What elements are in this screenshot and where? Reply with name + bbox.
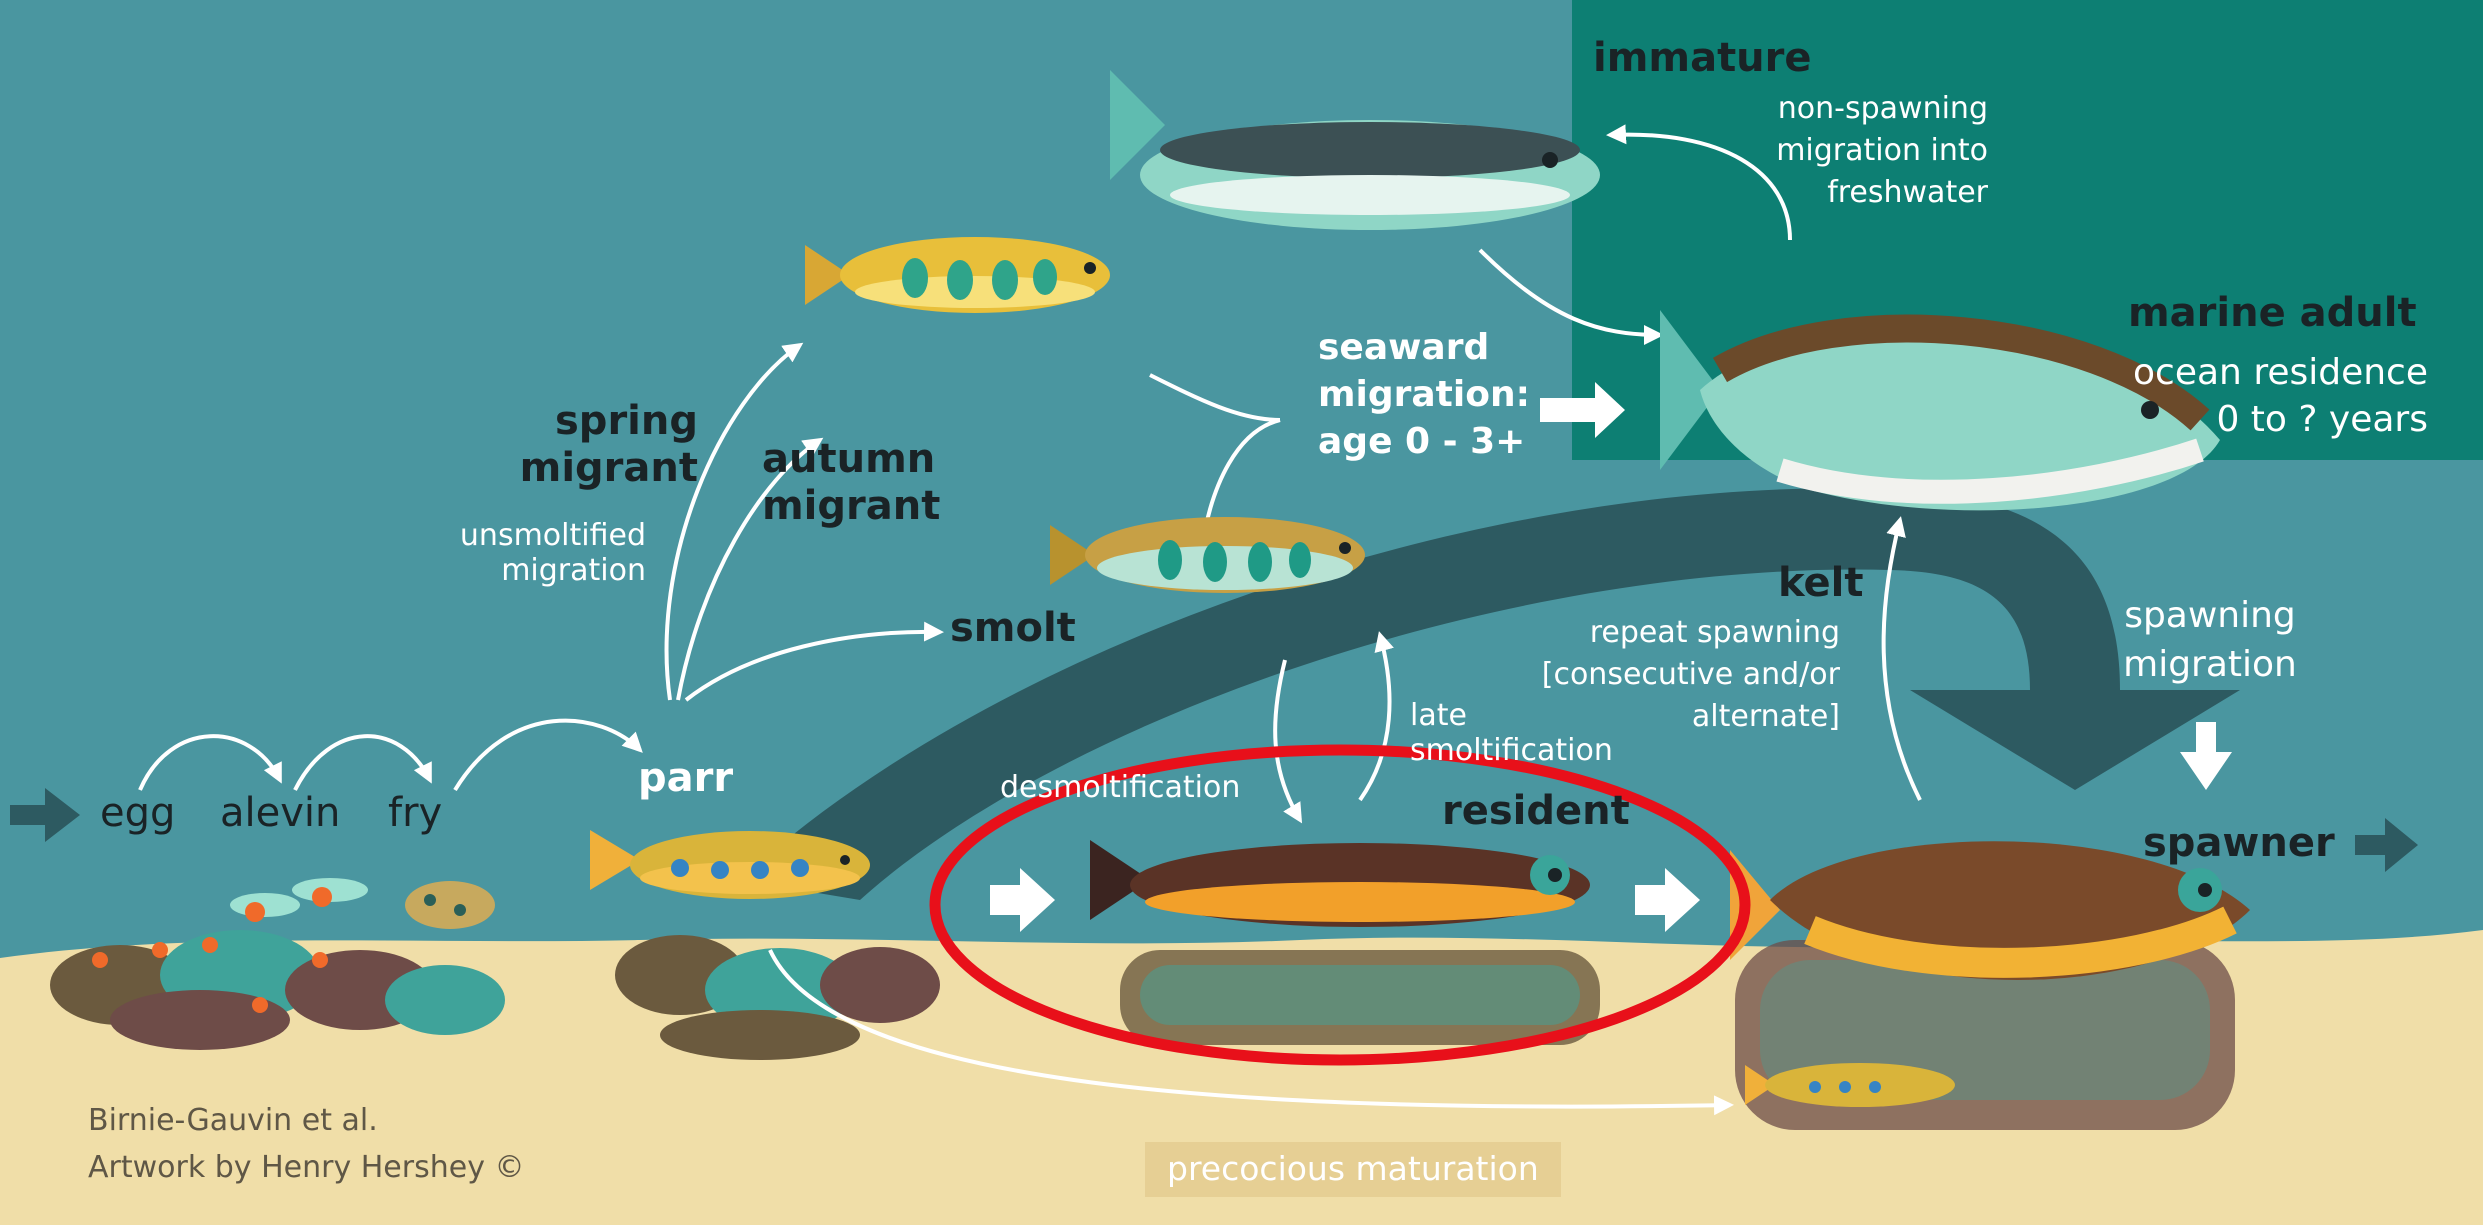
nonspawning-migration-label: non-spawning migration into freshwater: [1588, 88, 1988, 214]
stage-kelt: kelt: [1778, 560, 1864, 607]
gravel-resident: [1120, 950, 1600, 1045]
fry-illustration: [405, 881, 495, 929]
stage-parr: parr: [638, 755, 733, 802]
seaward-line1: seaward: [1318, 325, 1530, 372]
credits: Birnie-Gauvin et al. Artwork by Henry He…: [88, 1098, 524, 1191]
late-line1: late: [1410, 698, 1613, 733]
stage-marine-adult: marine adult: [2128, 290, 2417, 337]
stage-immature: immature: [1593, 35, 1812, 82]
nonspawning-line3: freshwater: [1588, 172, 1988, 214]
credit-authors: Birnie-Gauvin et al.: [88, 1098, 524, 1145]
stage-fry: fry: [388, 790, 442, 837]
autumn-migrant-label: autumn migrant: [762, 436, 940, 530]
unsmoltified-line1: unsmoltified: [408, 518, 646, 553]
spring-migrant-label: spring migrant: [488, 398, 698, 492]
autumn-line2: migrant: [762, 483, 940, 530]
ocean-line1: ocean residence: [2060, 350, 2428, 397]
late-line2: smoltification: [1410, 733, 1613, 768]
stage-spawner: spawner: [2143, 820, 2335, 867]
unsmoltified-line2: migration: [408, 553, 646, 588]
credit-artwork: Artwork by Henry Hershey ©: [88, 1145, 524, 1192]
desmoltification-label: desmoltification: [1000, 770, 1240, 805]
spring-migrant-line1: spring: [488, 398, 698, 445]
seaward-migration-label: seaward migration: age 0 - 3+: [1318, 325, 1530, 465]
stage-resident: resident: [1442, 788, 1630, 835]
repeat-line1: repeat spawning: [1518, 612, 1840, 654]
spring-migrant-line2: migrant: [488, 445, 698, 492]
stage-egg: egg: [100, 790, 175, 837]
stage-alevin: alevin: [220, 790, 340, 837]
spawning-migration-line1: spawning: [2100, 592, 2320, 641]
seaward-line2: migration:: [1318, 372, 1530, 419]
ocean-line2: 0 to ? years: [2060, 397, 2428, 444]
nonspawning-line2: migration into: [1588, 130, 1988, 172]
autumn-line1: autumn: [762, 436, 940, 483]
repeat-line2: [consecutive and/or: [1518, 654, 1840, 696]
late-smoltification-label: late smoltification: [1410, 698, 1613, 769]
nonspawning-line1: non-spawning: [1588, 88, 1988, 130]
precocious-maturation-label: precocious maturation: [1145, 1142, 1561, 1197]
unsmoltified-migration-label: unsmoltified migration: [408, 518, 646, 589]
seaward-line3: age 0 - 3+: [1318, 419, 1530, 466]
stage-smolt: smolt: [950, 605, 1076, 652]
spawning-migration-label: spawning migration: [2100, 592, 2320, 689]
ocean-residence-label: ocean residence 0 to ? years: [2060, 350, 2428, 444]
spawning-migration-line2: migration: [2100, 641, 2320, 690]
